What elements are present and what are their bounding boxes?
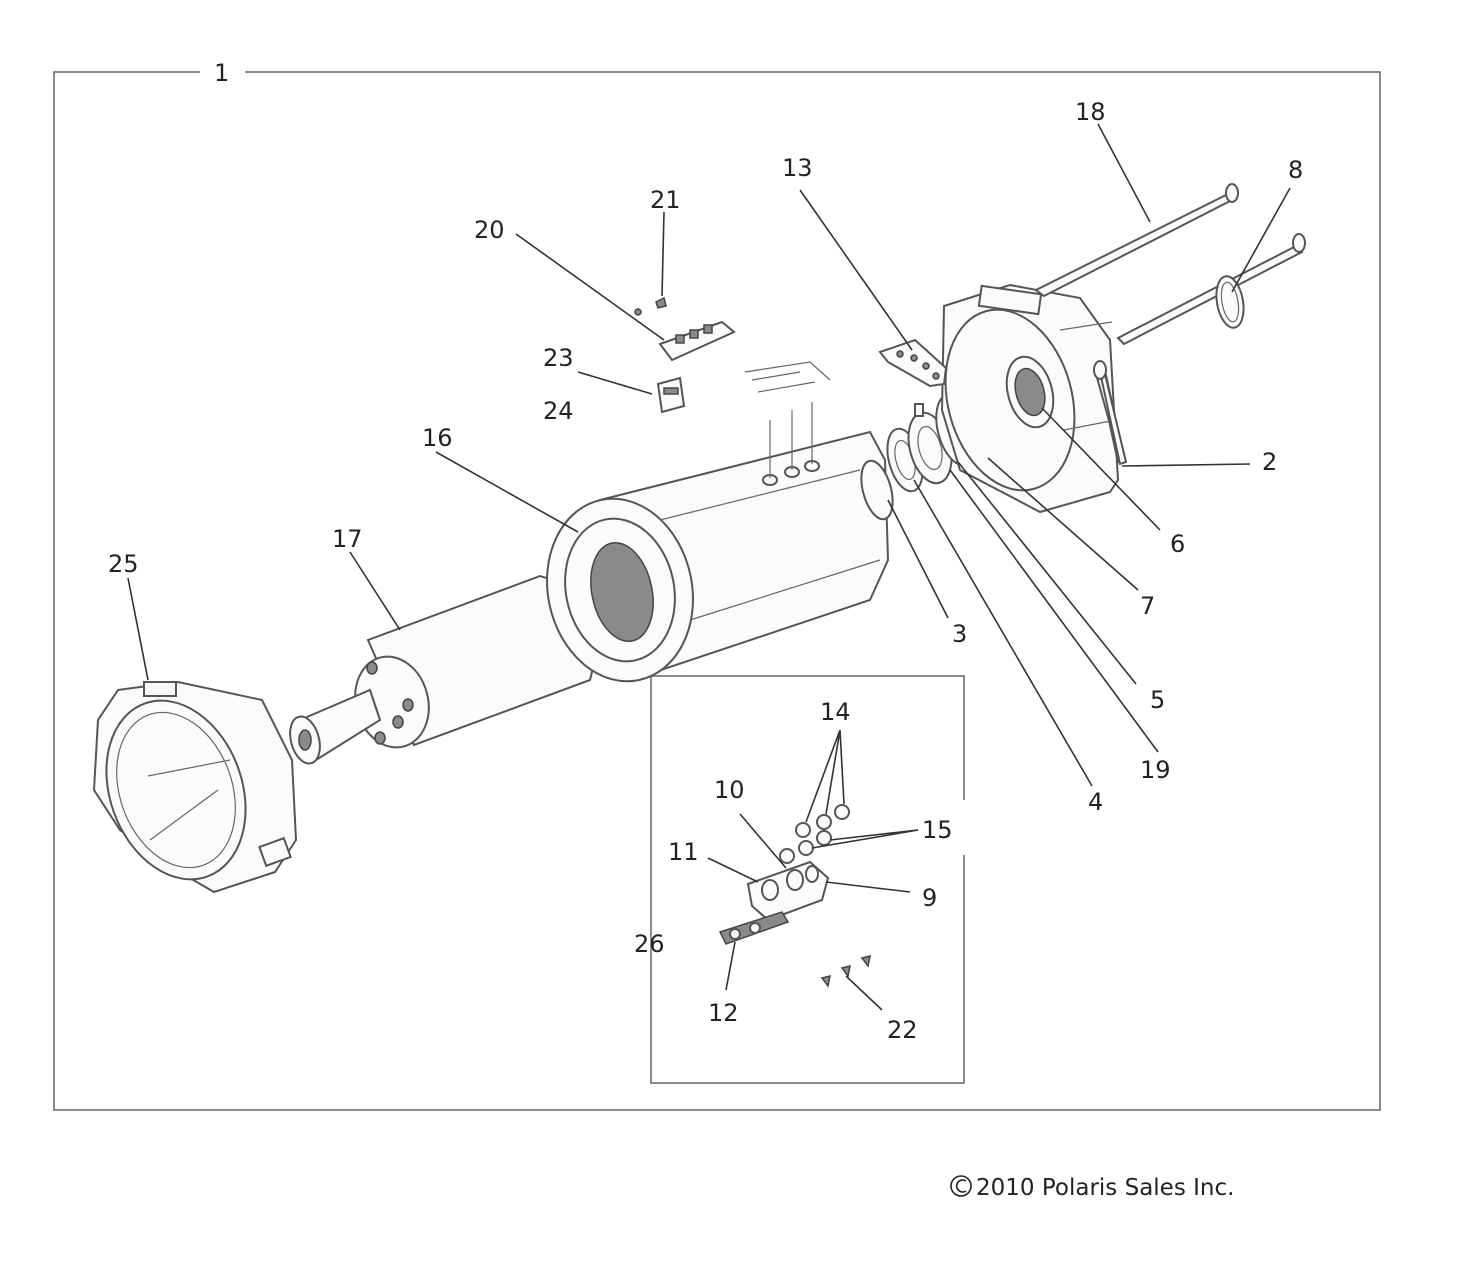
nuts-14	[795, 804, 850, 838]
callout-5: 5	[1150, 686, 1165, 714]
callout-10: 10	[714, 776, 745, 804]
leader-lines	[127, 123, 1291, 1011]
connector-23	[656, 376, 686, 414]
screws-22	[820, 954, 871, 988]
callout-21: 21	[650, 186, 681, 214]
washers-15	[779, 830, 832, 864]
seal-ring-3	[860, 459, 894, 521]
callout-20: 20	[474, 216, 505, 244]
copyright-notice: 2010 Polaris Sales Inc.	[950, 1175, 1234, 1201]
through-bolts-part	[1034, 183, 1306, 466]
callout-2: 2	[1262, 448, 1277, 476]
o-ring-part	[1215, 275, 1245, 329]
callout-17: 17	[332, 525, 363, 553]
callout-11: 11	[668, 838, 699, 866]
callout-26: 26	[634, 930, 665, 958]
callout-24: 24	[543, 397, 574, 425]
stator-housing-part	[546, 361, 890, 683]
end-cover-part	[92, 680, 298, 894]
brush-plate-part	[878, 338, 948, 388]
callout-14: 14	[820, 698, 851, 726]
callout-22: 22	[887, 1016, 918, 1044]
end-housing-part	[940, 283, 1120, 514]
copyright-icon-c	[955, 1179, 967, 1193]
terminal-block-part	[746, 860, 830, 922]
callout-13: 13	[782, 154, 813, 182]
copyright-text: 2010 Polaris Sales Inc.	[976, 1175, 1234, 1201]
callout-6: 6	[1170, 530, 1185, 558]
terminal-plate-12	[718, 911, 790, 945]
copyright-icon	[950, 1175, 972, 1197]
callout-4: 4	[1088, 788, 1103, 816]
callout-18: 18	[1075, 98, 1106, 126]
screw-21	[634, 296, 667, 316]
callout-1: 1	[214, 59, 229, 87]
callout-19: 19	[1140, 756, 1171, 784]
callout-9: 9	[922, 884, 937, 912]
assembly-frame	[53, 71, 1381, 1111]
callout-12: 12	[708, 999, 739, 1027]
callout-16: 16	[422, 424, 453, 452]
callout-8: 8	[1288, 156, 1303, 184]
kit-frame	[650, 675, 965, 1084]
callout-23: 23	[543, 344, 574, 372]
callout-3: 3	[952, 620, 967, 648]
callout-25: 25	[108, 550, 139, 578]
connector-plate-part	[658, 320, 736, 362]
callout-7: 7	[1140, 592, 1155, 620]
callout-15: 15	[922, 816, 953, 844]
